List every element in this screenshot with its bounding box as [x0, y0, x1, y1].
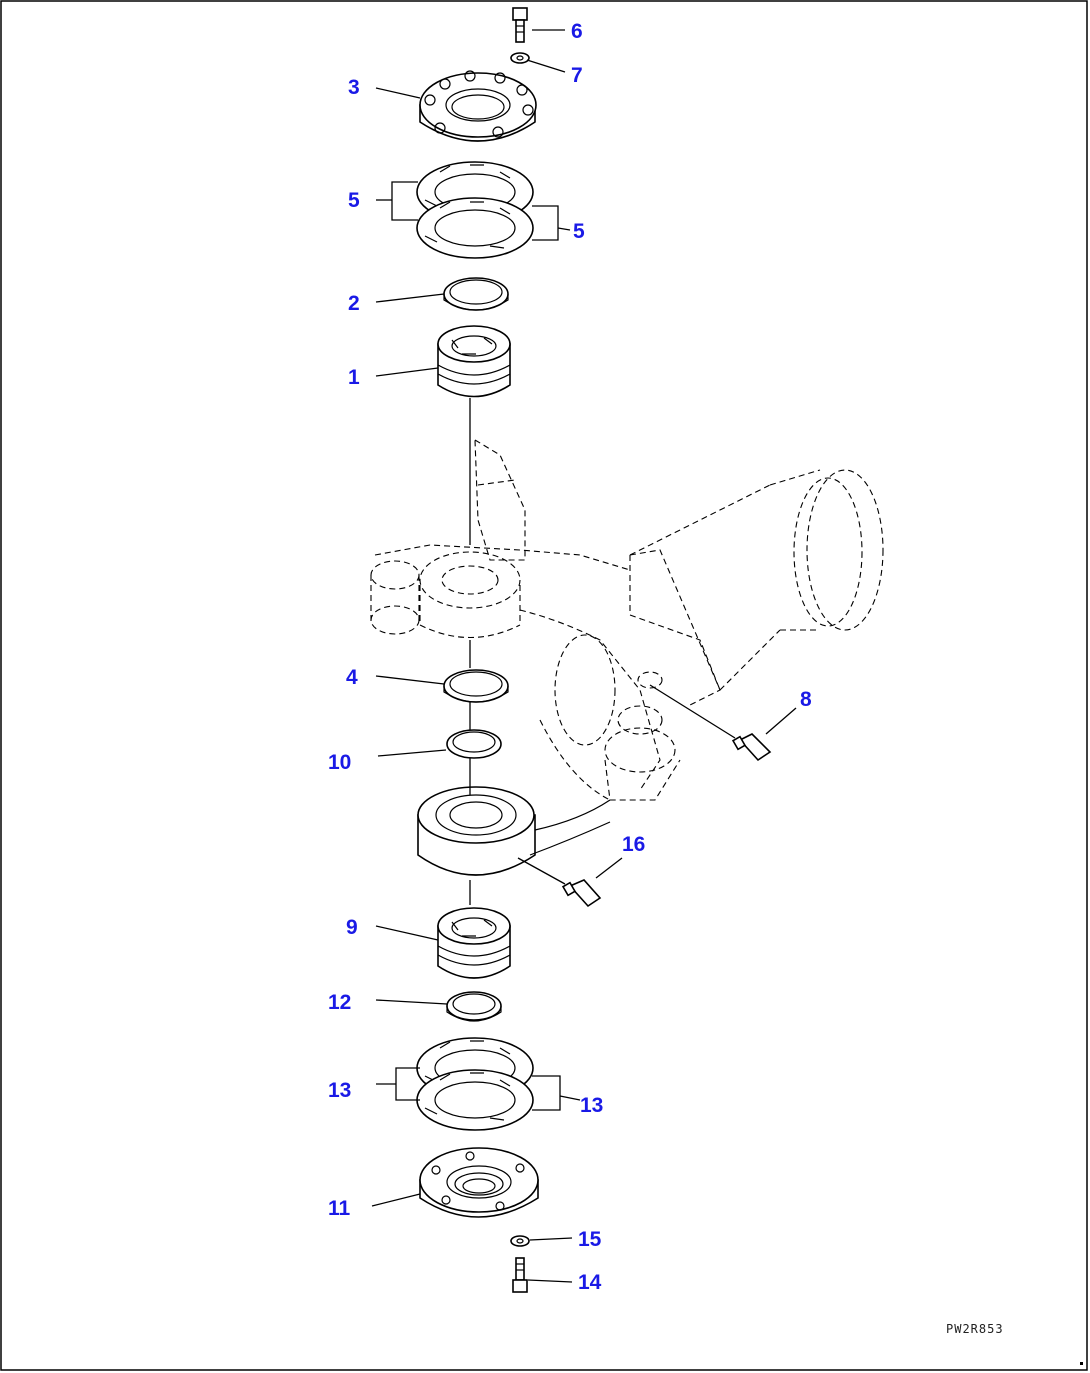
callout-10: 10	[328, 751, 351, 774]
callout-13-right: 13	[580, 1094, 603, 1117]
seal-ring-lower-part	[446, 991, 502, 1022]
leader-lines	[371, 29, 797, 1283]
bearing-upper-part	[437, 325, 511, 398]
bearing-lower-part	[437, 907, 511, 979]
lower-king-pin-boss	[417, 786, 611, 876]
callout-4: 4	[346, 666, 358, 689]
shim-upper-part	[416, 161, 534, 259]
lower-cap-part	[419, 1147, 539, 1218]
bolt-upper-part	[512, 7, 528, 43]
axle-housing-ghost	[370, 439, 884, 801]
bolt-lower-part	[512, 1257, 528, 1293]
seal-ring-middle-part	[443, 669, 509, 703]
corner-mark	[1080, 1362, 1083, 1365]
callout-12: 12	[328, 991, 351, 1014]
washer-lower-part	[510, 1235, 530, 1247]
callout-9: 9	[346, 916, 358, 939]
shim-right-bracket	[532, 205, 559, 241]
callout-5-right: 5	[573, 220, 585, 243]
callout-7: 7	[571, 64, 583, 87]
shim-lower-right-bracket	[532, 1075, 561, 1111]
washer-upper-part	[510, 52, 530, 64]
seal-ring-upper-part	[443, 277, 509, 311]
drawing-code: PW2R853	[946, 1322, 1004, 1336]
callout-labels: 6 7 3 5 5 2 1 4 8 10 16 9 12 13 13 11 15…	[328, 20, 812, 1294]
shim-lower-part	[416, 1037, 534, 1131]
callout-1: 1	[348, 366, 360, 389]
grease-fitting-lower-part	[517, 857, 602, 908]
ring-part	[446, 729, 502, 759]
callout-5-left: 5	[348, 189, 360, 212]
callout-8: 8	[800, 688, 812, 711]
callout-2: 2	[348, 292, 360, 315]
callout-13-left: 13	[328, 1079, 351, 1102]
callout-16: 16	[622, 833, 645, 856]
shim-lower-left-bracket	[395, 1067, 420, 1101]
callout-11: 11	[328, 1197, 351, 1220]
callout-15: 15	[578, 1228, 602, 1251]
grease-fitting-upper-part	[649, 684, 772, 762]
upper-cap-part	[419, 70, 537, 142]
callout-14: 14	[578, 1271, 602, 1294]
shim-left-bracket	[391, 181, 418, 221]
callout-3: 3	[348, 76, 360, 99]
callout-6: 6	[571, 20, 583, 43]
